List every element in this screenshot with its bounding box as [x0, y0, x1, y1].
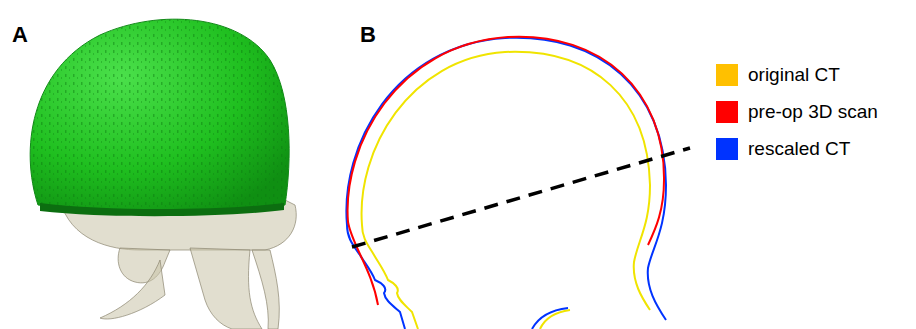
legend-text: original CT	[748, 64, 840, 86]
panel-label: B	[360, 22, 376, 48]
helmet-render	[30, 19, 289, 216]
original-ct-outline	[362, 52, 650, 329]
pre-op-scan-outline	[348, 37, 664, 305]
legend-text: rescaled CT	[748, 138, 850, 160]
legend-row: rescaled CT	[716, 138, 850, 160]
head-outlines	[346, 37, 666, 329]
legend-text: pre-op 3D scan	[748, 101, 878, 123]
legend-row: original CT	[716, 64, 840, 86]
legend-swatch	[716, 64, 738, 86]
skull-render	[60, 200, 296, 329]
legend-swatch	[716, 101, 738, 123]
cut-plane-line	[352, 148, 690, 247]
legend-swatch	[716, 138, 738, 160]
panel-label: A	[12, 22, 28, 48]
legend-row: pre-op 3D scan	[716, 101, 878, 123]
rescaled-ct-outline	[346, 38, 666, 329]
